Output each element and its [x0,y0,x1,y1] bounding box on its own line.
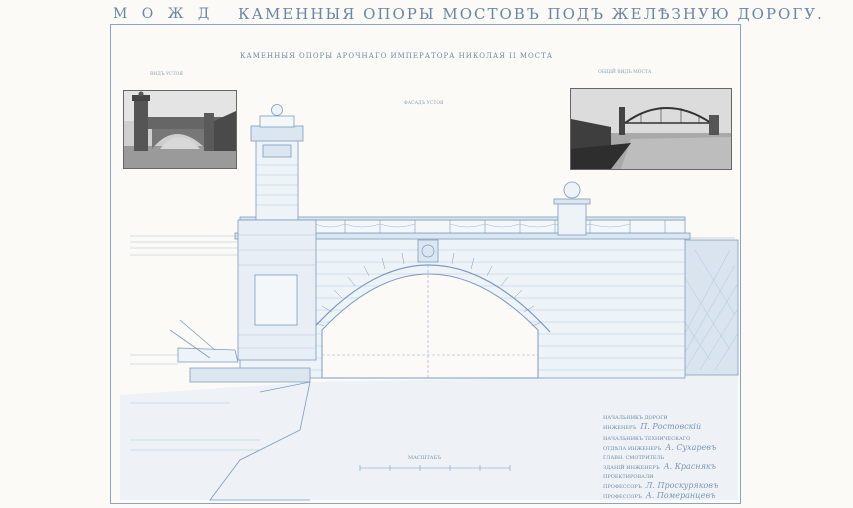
signature-name: П. Ростовскій [640,422,702,431]
facade-label: ФАСАДЪ УСТОЯ [404,101,444,106]
photo-abutment-image [124,91,236,168]
corner-label: М О Ж Д [113,6,215,22]
signature-role: ПРОЕКТИРОВАЛИ [603,474,654,480]
signature-row: НАЧАЛЬНИКЪ ТЕХНИЧЕСКАГО [603,436,690,442]
signature-role: ПРОФЕССОРЪ [603,484,642,490]
photo-bridge [570,88,732,170]
signature-name: Л. Проскуряковъ [645,481,719,490]
signature-row: ПРОЕКТИРОВАЛИ [603,474,654,480]
left-photo-caption: ВИДЪ УСТОЯ [150,72,183,77]
photo-abutment [123,90,237,169]
signature-row: ГЛАВН. СМОТРИТЕЛЬ [603,455,664,461]
signature-role: ГЛАВН. СМОТРИТЕЛЬ [603,455,665,461]
signature-role: ПРОФЕССОРЪ [603,494,642,500]
photo-bridge-image [571,89,731,169]
drawing-subtitle: КАМЕННЫЯ ОПОРЫ АРОЧНАГО ИМПЕРАТОРА НИКОЛ… [240,52,554,60]
signature-name: А. Сухаревъ [665,443,717,452]
signature-row: НАЧАЛЬНИКЪ ДОРОГИ [603,415,668,421]
bridge-elevation-drawing [120,104,739,501]
signature-role: ОТДѢЛА ИНЖЕНЕРЪ [603,446,662,452]
drawing-frame [110,24,741,504]
signature-role: ИНЖЕНЕРЪ [603,425,637,431]
signature-role: НАЧАЛЬНИКЪ ДОРОГИ [603,415,668,421]
signature-role: ЗДАНІЙ ИНЖЕНЕРЪ [603,465,660,471]
right-photo-caption: ОБЩІЙ ВИДЪ МОСТА [598,70,652,75]
signature-name: А. Краснякъ [663,462,716,471]
signature-role: НАЧАЛЬНИКЪ ТЕХНИЧЕСКАГО [603,436,691,442]
sheet-title: КАМЕННЫЯ ОПОРЫ МОСТОВЪ ПОДЪ ЖЕЛѢЗНУЮ ДОР… [238,5,824,23]
signature-name: А. Померанцевъ [645,491,716,500]
scale-label: МАСШТАБЪ [408,455,442,461]
